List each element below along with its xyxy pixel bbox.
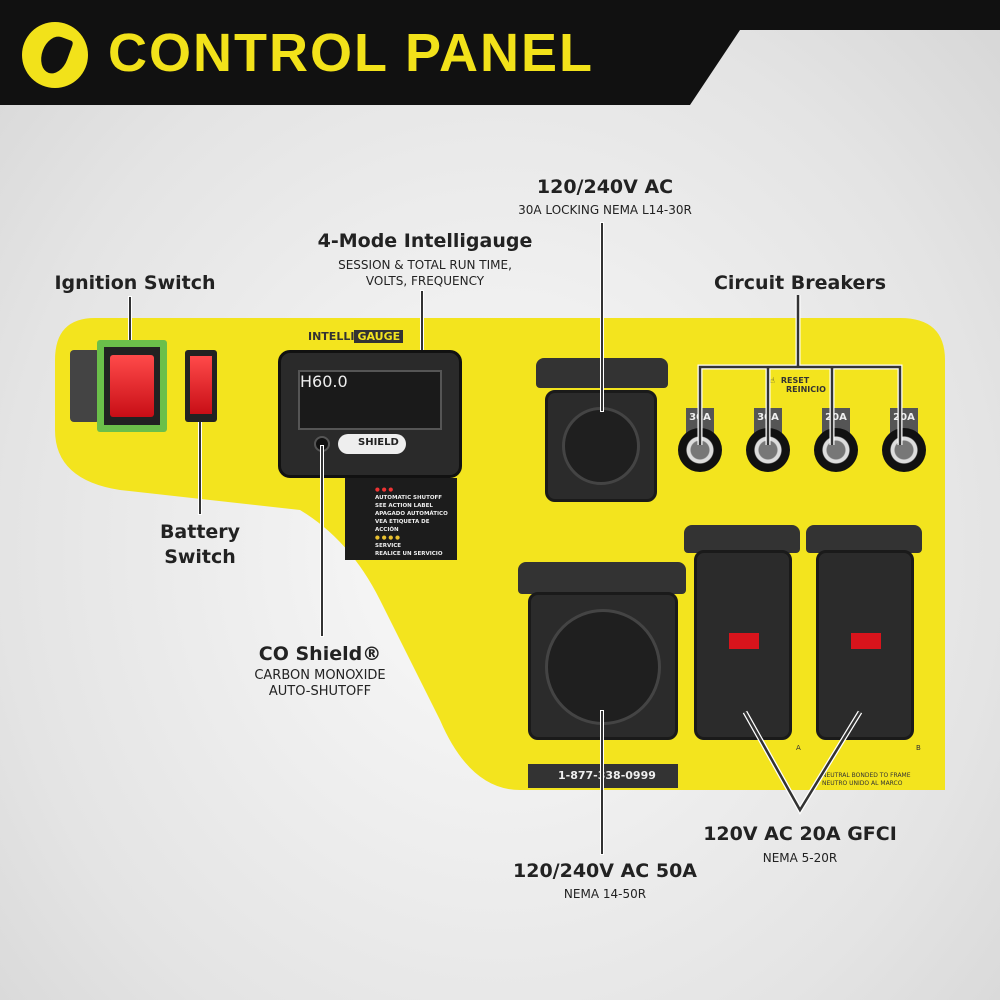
gfci-outlet-b xyxy=(816,550,914,740)
r14-50-cover[interactable] xyxy=(518,562,686,594)
page-title: CONTROL PANEL xyxy=(108,23,595,83)
l14-30-label: 120/240V AC xyxy=(536,176,674,198)
header-band xyxy=(0,0,1000,105)
ignition-switch[interactable] xyxy=(110,355,154,417)
gfci-sublabel: NEMA 5-20R xyxy=(762,851,838,865)
mode-indicator-strip xyxy=(70,350,100,422)
support-phone: 1-877-338-0999 xyxy=(528,764,678,788)
circuit-breaker-4[interactable] xyxy=(882,428,926,472)
breaker-pointers xyxy=(697,295,903,445)
reset-hand-icon: ☝ xyxy=(770,376,775,385)
battery-switch[interactable] xyxy=(190,356,212,414)
co-shield-badge: SHIELD xyxy=(338,434,406,454)
co-shield-label: CO Shield® xyxy=(258,643,382,665)
gfci-cover-a[interactable] xyxy=(684,525,800,553)
gfci-test-button xyxy=(729,633,759,649)
champion-logo-icon xyxy=(22,22,88,88)
ignition-pointer xyxy=(128,296,132,346)
intelligauge-label: 4-Mode Intelligauge xyxy=(317,230,533,252)
r14-50-label: 120/240V AC 50A xyxy=(513,860,697,882)
outlet-marker-a: A xyxy=(796,744,801,752)
battery-pointer xyxy=(198,410,202,515)
l14-30-outlet xyxy=(545,390,657,502)
l14-30-pointer xyxy=(600,222,604,412)
circuit-breaker-3[interactable] xyxy=(814,428,858,472)
gfci-test-button xyxy=(851,633,881,649)
gfci-cover-b[interactable] xyxy=(806,525,922,553)
co-shield-pointer xyxy=(320,445,324,637)
circuit-breakers-label: Circuit Breakers xyxy=(713,272,887,294)
gfci-pointers xyxy=(742,710,863,815)
intelligauge-sublabel: SESSION & TOTAL RUN TIME,VOLTS, FREQUENC… xyxy=(338,258,512,288)
intelligauge-display: H60.0 xyxy=(298,370,442,430)
outlet-marker-b: B xyxy=(916,744,921,752)
gfci-label: 120V AC 20A GFCI xyxy=(703,823,897,845)
ignition-switch-label: Ignition Switch xyxy=(54,272,216,294)
gfci-outlet-a xyxy=(694,550,792,740)
l14-30-sublabel: 30A LOCKING NEMA L14-30R xyxy=(518,203,692,217)
r14-50-sublabel: NEMA 14-50R xyxy=(563,887,647,901)
r14-50-pointer xyxy=(600,710,604,855)
